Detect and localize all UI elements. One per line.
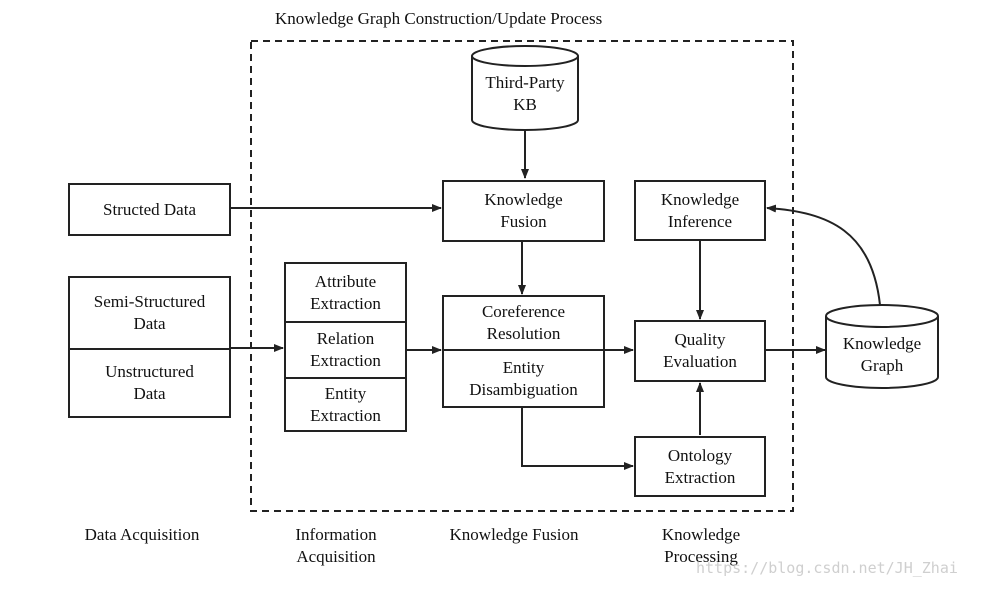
semi-structured-line1: Semi-Structured bbox=[93, 292, 206, 311]
knowledge-graph-line1: Knowledge bbox=[842, 334, 922, 353]
stage-information-acquisition: Information Acquisition bbox=[274, 524, 398, 568]
third-party-kb-label: Third-Party KB bbox=[472, 72, 578, 116]
attribute-extraction-cell: Attribute Extraction bbox=[286, 264, 405, 321]
coreference-resolution-cell: Coreference Resolution bbox=[444, 297, 603, 349]
knowledge-graph-cylinder bbox=[825, 304, 939, 389]
watermark-text: https://blog.csdn.net/JH_Zhai bbox=[696, 559, 958, 577]
quality-evaluation-line2: Evaluation bbox=[663, 352, 737, 371]
third-party-kb-line2: KB bbox=[513, 95, 537, 114]
ontology-extraction-line2: Extraction bbox=[664, 467, 736, 487]
ontology-extraction-line1: Ontology bbox=[667, 445, 733, 465]
entity-extraction-line1: Entity bbox=[324, 383, 367, 403]
stage-information-line1: Information bbox=[295, 525, 377, 544]
process-boundary bbox=[250, 40, 794, 512]
knowledge-fusion-box: Knowledge Fusion bbox=[442, 180, 605, 242]
knowledge-inference-line2: Inference bbox=[667, 211, 733, 231]
coreference-disambiguation-box: Coreference Resolution Entity Disambigua… bbox=[442, 295, 605, 408]
stage-data-acquisition: Data Acquisition bbox=[60, 524, 224, 546]
relation-extraction-line2: Extraction bbox=[310, 351, 381, 370]
unstructured-data-cell: Unstructured Data bbox=[70, 348, 229, 416]
semi-unstructured-data-box: Semi-Structured Data Unstructured Data bbox=[68, 276, 231, 418]
attribute-extraction-line1: Attribute bbox=[314, 271, 377, 291]
diagram-title: Knowledge Graph Construction/Update Proc… bbox=[275, 9, 603, 28]
coreference-line1: Coreference bbox=[481, 302, 566, 321]
stage-processing-line1: Knowledge bbox=[661, 525, 741, 544]
relation-extraction-line1: Relation bbox=[316, 329, 375, 348]
stage-knowledge-processing: Knowledge Processing bbox=[636, 524, 766, 568]
attribute-extraction-line2: Extraction bbox=[310, 293, 381, 313]
quality-evaluation-box: Quality Evaluation bbox=[634, 320, 766, 382]
unstructured-line2: Data bbox=[133, 384, 166, 403]
knowledge-inference-box: Knowledge Inference bbox=[634, 180, 766, 241]
disambiguation-line1: Entity bbox=[502, 357, 545, 377]
knowledge-graph-line2: Graph bbox=[860, 356, 904, 375]
knowledge-graph-label: Knowledge Graph bbox=[826, 333, 938, 377]
entity-extraction-line2: Extraction bbox=[310, 405, 381, 425]
unstructured-line1: Unstructured bbox=[105, 362, 194, 381]
stage-processing-line2: Processing bbox=[664, 547, 738, 566]
coreference-line2: Resolution bbox=[486, 324, 561, 343]
quality-evaluation-line1: Quality bbox=[674, 330, 726, 349]
ontology-extraction-box: Ontology Extraction bbox=[634, 436, 766, 497]
structed-data-box: Structed Data bbox=[68, 183, 231, 236]
semi-structured-data-cell: Semi-Structured Data bbox=[70, 278, 229, 348]
knowledge-inference-line1: Knowledge bbox=[660, 189, 740, 209]
entity-disambiguation-cell: Entity Disambiguation bbox=[444, 349, 603, 406]
extraction-stack: Attribute Extraction Relation Extraction… bbox=[284, 262, 407, 432]
third-party-kb-line1: Third-Party bbox=[485, 73, 565, 92]
structed-data-label: Structed Data bbox=[103, 199, 196, 219]
relation-extraction-cell: Relation Extraction bbox=[286, 321, 405, 377]
stage-knowledge-fusion: Knowledge Fusion bbox=[432, 524, 596, 546]
knowledge-fusion-line2: Fusion bbox=[500, 212, 547, 231]
stage-knowledge-fusion-text: Knowledge Fusion bbox=[449, 525, 579, 544]
knowledge-fusion-line1: Knowledge bbox=[484, 190, 563, 209]
arrow-kg-to-inference bbox=[766, 204, 881, 306]
disambiguation-line2: Disambiguation bbox=[469, 379, 578, 399]
stage-information-line2: Acquisition bbox=[296, 547, 376, 566]
semi-structured-line2: Data bbox=[133, 314, 166, 333]
stage-data-acquisition-text: Data Acquisition bbox=[84, 525, 200, 544]
entity-extraction-cell: Entity Extraction bbox=[286, 377, 405, 430]
arrow-disambiguation-to-ontology bbox=[521, 408, 634, 470]
